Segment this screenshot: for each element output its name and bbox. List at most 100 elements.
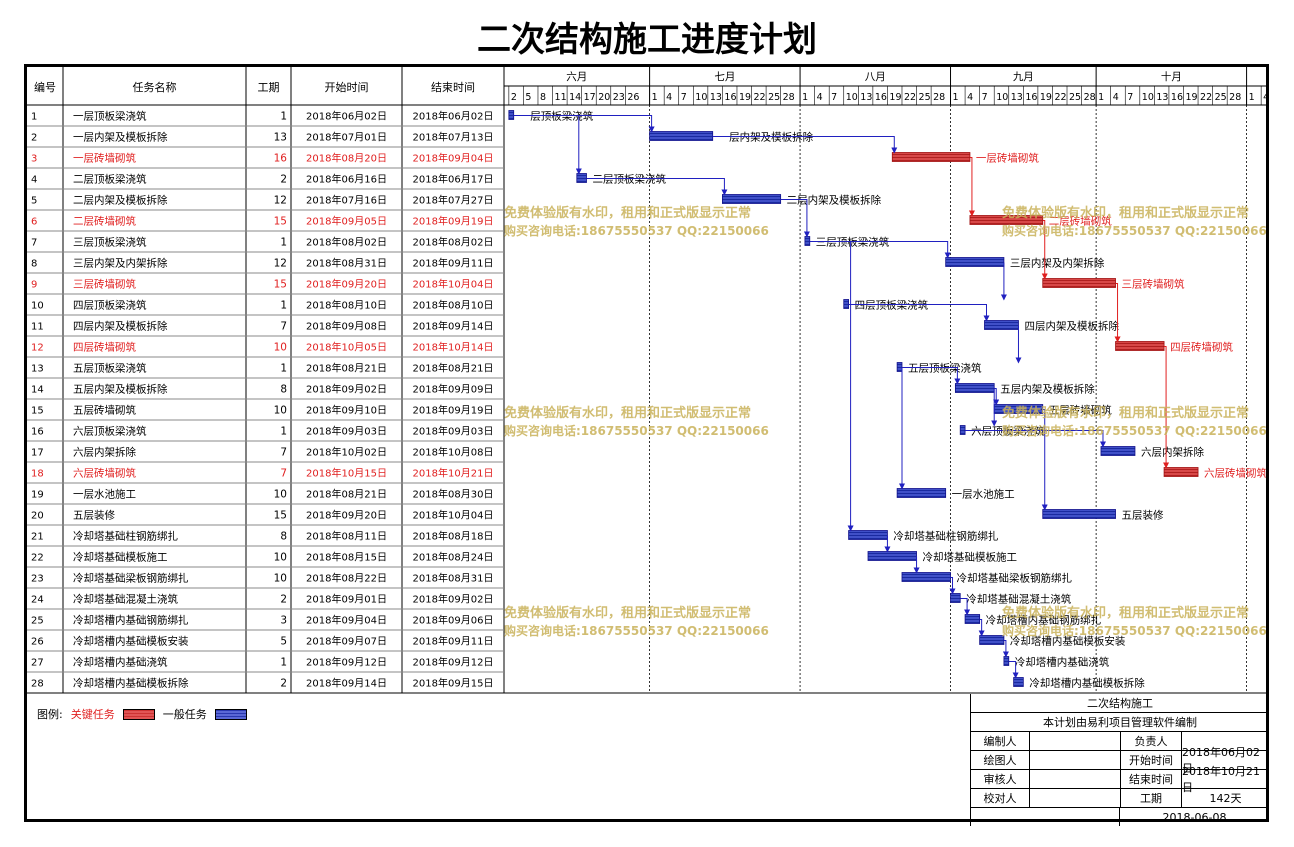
task-duration: 15 — [274, 510, 287, 522]
task-duration: 12 — [274, 258, 287, 270]
task-start: 2018年10月02日 — [306, 446, 387, 459]
task-duration: 7 — [280, 447, 287, 459]
task-duration: 13 — [274, 132, 287, 144]
task-name: 冷却塔槽内基础模板安装 — [73, 635, 189, 648]
task-end: 2018年09月06日 — [413, 614, 494, 627]
task-id: 4 — [31, 175, 37, 186]
day-label: 26 — [627, 92, 639, 103]
task-duration: 5 — [280, 636, 287, 648]
task-duration: 3 — [280, 615, 287, 627]
column-header-end: 结束时间 — [431, 81, 475, 94]
task-end: 2018年09月14日 — [413, 320, 494, 333]
task-end: 2018年08月10日 — [413, 299, 494, 312]
task-id: 18 — [31, 469, 44, 480]
task-duration: 15 — [274, 279, 287, 291]
bar-label: 六层内架拆除 — [1141, 446, 1204, 459]
info-reviewer: 审核人 — [971, 770, 1030, 788]
bar-label: 四层内架及模板拆除 — [1024, 320, 1119, 333]
task-end: 2018年07月27日 — [413, 194, 494, 207]
info-project: 二次结构施工 — [971, 694, 1269, 713]
task-name: 一层砖墙砌筑 — [73, 152, 136, 165]
dependency-arrow — [968, 157, 975, 217]
task-start: 2018年09月04日 — [306, 614, 387, 627]
task-duration: 1 — [280, 237, 287, 249]
day-label: 20 — [598, 92, 610, 103]
task-id: 1 — [31, 112, 37, 123]
watermark-text: 免费体验版有水印，租用和正式版显示正常 — [504, 205, 751, 221]
task-end: 2018年08月21日 — [413, 362, 494, 375]
task-name: 三层砖墙砌筑 — [73, 278, 136, 291]
task-id: 12 — [31, 343, 44, 354]
task-start: 2018年09月03日 — [306, 425, 387, 438]
dependency-arrow — [809, 241, 854, 532]
dependency-arrow — [901, 367, 961, 385]
task-id: 13 — [31, 364, 44, 375]
task-name: 一层内架及模板拆除 — [73, 131, 168, 144]
watermark-text: 购买咨询电话:18675550537 QQ:22150066 — [1002, 223, 1266, 238]
task-duration: 2 — [280, 174, 287, 186]
task-duration: 10 — [274, 489, 287, 501]
bar-label: 冷却塔基础模板施工 — [923, 551, 1018, 564]
watermark-text: 免费体验版有水印，租用和正式版显示正常 — [1002, 405, 1249, 421]
dependency-arrow — [993, 388, 1000, 406]
dependency-arrow — [1163, 346, 1170, 469]
task-start: 2018年09月20日 — [306, 509, 387, 522]
task-name: 四层内架及模板拆除 — [73, 320, 168, 333]
task-name: 冷却塔槽内基础钢筋绑扎 — [73, 614, 189, 627]
column-header-dur: 工期 — [258, 81, 280, 94]
task-bar — [1003, 656, 1010, 666]
task-end: 2018年08月02日 — [413, 236, 494, 249]
bar-label: 冷却塔基础柱钢筋绑扎 — [893, 530, 998, 543]
task-duration: 1 — [280, 363, 287, 375]
bar-label: 一层水池施工 — [952, 488, 1015, 501]
task-end: 2018年09月11日 — [413, 635, 494, 648]
task-name: 五层装修 — [73, 509, 115, 522]
task-name: 二层砖墙砌筑 — [73, 215, 136, 228]
day-label: 1 — [1098, 92, 1104, 103]
day-label: 7 — [831, 92, 837, 103]
task-id: 23 — [31, 574, 44, 585]
task-start: 2018年07月01日 — [306, 131, 387, 144]
dependency-arrow — [1041, 409, 1048, 511]
task-start: 2018年10月15日 — [306, 467, 387, 480]
task-bar — [1100, 446, 1136, 456]
day-label: 4 — [967, 92, 973, 103]
task-id: 25 — [31, 616, 44, 627]
task-name: 四层顶板梁浇筑 — [73, 299, 147, 312]
task-bar — [1013, 677, 1024, 687]
legend-label: 图例: — [37, 708, 63, 721]
task-bar — [950, 593, 961, 603]
legend-normal-swatch — [214, 708, 247, 720]
month-label: 六月 — [566, 71, 587, 83]
task-end: 2018年07月13日 — [413, 131, 494, 144]
info-end: 2018年10月21日 — [1182, 765, 1260, 794]
task-id: 2 — [31, 133, 37, 144]
dependency-arrow — [965, 430, 1106, 448]
dependency-arrow — [1002, 640, 1009, 658]
task-id: 20 — [31, 511, 44, 522]
task-name: 冷却塔基础柱钢筋绑扎 — [73, 530, 178, 543]
task-name: 冷却塔槽内基础模板拆除 — [73, 677, 189, 690]
task-name: 二层顶板梁浇筑 — [73, 173, 147, 186]
task-end: 2018年06月02日 — [413, 110, 494, 123]
task-bar — [867, 551, 917, 561]
task-id: 14 — [31, 385, 44, 396]
bar-label: 冷却塔基础混凝土浇筑 — [966, 593, 1071, 606]
day-label: 7 — [982, 92, 988, 103]
task-end: 2018年09月04日 — [413, 152, 494, 165]
task-id: 9 — [31, 280, 37, 291]
task-name: 二层内架及模板拆除 — [73, 194, 168, 207]
task-id: 22 — [31, 553, 44, 564]
task-bar — [576, 173, 587, 183]
info-dur-label: 工期 — [1121, 789, 1182, 807]
task-start: 2018年09月12日 — [306, 656, 387, 669]
task-id: 19 — [31, 490, 44, 501]
day-label: 13 — [1011, 92, 1023, 103]
day-label: 28 — [783, 92, 795, 103]
dependency-arrow — [809, 241, 951, 259]
task-duration: 15 — [274, 216, 287, 228]
task-start: 2018年09月02日 — [306, 383, 387, 396]
task-start: 2018年09月07日 — [306, 635, 387, 648]
task-duration: 1 — [280, 657, 287, 669]
task-name: 冷却塔槽内基础浇筑 — [73, 656, 168, 669]
